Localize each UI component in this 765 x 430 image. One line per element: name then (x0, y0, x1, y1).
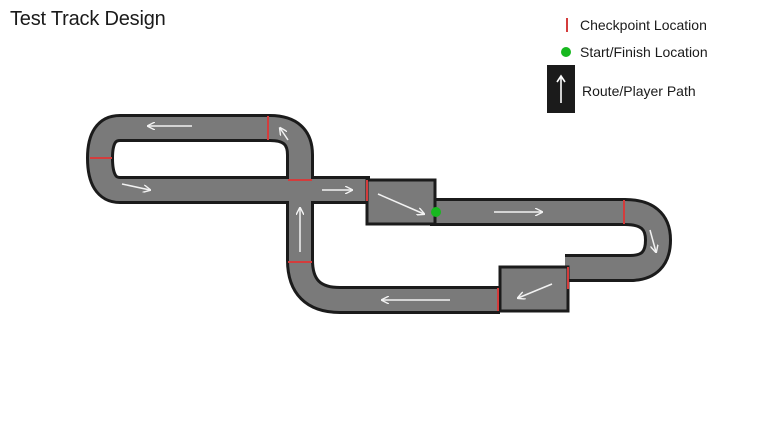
legend: Checkpoint Location Start/Finish Locatio… (540, 10, 760, 120)
route-arrow-icon (649, 229, 656, 252)
route-arrows (121, 126, 656, 300)
track-wide-section-lower (498, 265, 570, 313)
route-arrow-icon (280, 128, 289, 141)
route-arrow-icon (121, 183, 150, 190)
route-arrow-icon (547, 65, 575, 113)
checkpoint-marker-icon (566, 18, 568, 32)
legend-start-finish-label: Start/Finish Location (580, 44, 708, 60)
route-arrow-icon (518, 283, 553, 298)
legend-checkpoint-label: Checkpoint Location (580, 17, 707, 33)
up-arrow-icon (556, 74, 566, 103)
start-finish-dot (431, 207, 441, 217)
page-title: Test Track Design (10, 8, 166, 30)
legend-route-label: Route/Player Path (582, 83, 696, 99)
track-wide-section-upper (365, 178, 437, 226)
route-arrow-icon (377, 193, 424, 214)
start-finish-dot-icon (561, 47, 571, 57)
checkpoints (90, 116, 625, 311)
